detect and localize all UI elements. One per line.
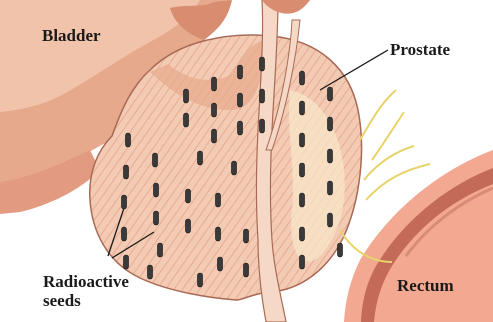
radioactive-seed (126, 133, 131, 147)
radioactive-seed (238, 121, 243, 135)
radioactive-seed (122, 195, 127, 209)
prostate-label: Prostate (390, 40, 450, 59)
radioactive-seed (260, 119, 265, 133)
radioactive-seed (300, 227, 305, 241)
radioactive-seed (216, 227, 221, 241)
radioactive-seed (328, 87, 333, 101)
radioactive-seed (153, 153, 158, 167)
radioactive-seed (328, 181, 333, 195)
radioactive-seed (198, 151, 203, 165)
radioactive-seed (154, 183, 159, 197)
radioactive-seeds-label: Radioactive seeds (43, 272, 129, 310)
radioactive-seed (184, 113, 189, 127)
radioactive-seed (328, 213, 333, 227)
radioactive-seed (218, 257, 223, 271)
radioactive-seed (244, 263, 249, 277)
radioactive-seed (184, 89, 189, 103)
radioactive-seed (212, 103, 217, 117)
radioactive-seed (238, 93, 243, 107)
radioactive-seed (260, 89, 265, 103)
radioactive-seed (158, 243, 163, 257)
radioactive-seed (300, 193, 305, 207)
radioactive-seed (300, 133, 305, 147)
radioactive-seeds-label-line2: seeds (43, 291, 129, 310)
radioactive-seed (148, 265, 153, 279)
radioactive-seed (212, 129, 217, 143)
radioactive-seed (186, 189, 191, 203)
radioactive-seed (122, 227, 127, 241)
rectum-label: Rectum (397, 276, 454, 295)
bladder-label: Bladder (42, 26, 101, 45)
radioactive-seed (338, 243, 343, 257)
radioactive-seed (124, 165, 129, 179)
radioactive-seed (186, 219, 191, 233)
radioactive-seed (328, 117, 333, 131)
radioactive-seed (232, 161, 237, 175)
radioactive-seed (198, 273, 203, 287)
radioactive-seed (238, 65, 243, 79)
radioactive-seed (212, 77, 217, 91)
radioactive-seed (328, 149, 333, 163)
radioactive-seed (216, 193, 221, 207)
radioactive-seed (300, 71, 305, 85)
radioactive-seed (154, 211, 159, 225)
radioactive-seed (300, 163, 305, 177)
radioactive-seed (300, 101, 305, 115)
radioactive-seed (260, 57, 265, 71)
radioactive-seeds-label-line1: Radioactive (43, 272, 129, 291)
radioactive-seed (124, 255, 129, 269)
radioactive-seed (244, 229, 249, 243)
radioactive-seed (300, 255, 305, 269)
